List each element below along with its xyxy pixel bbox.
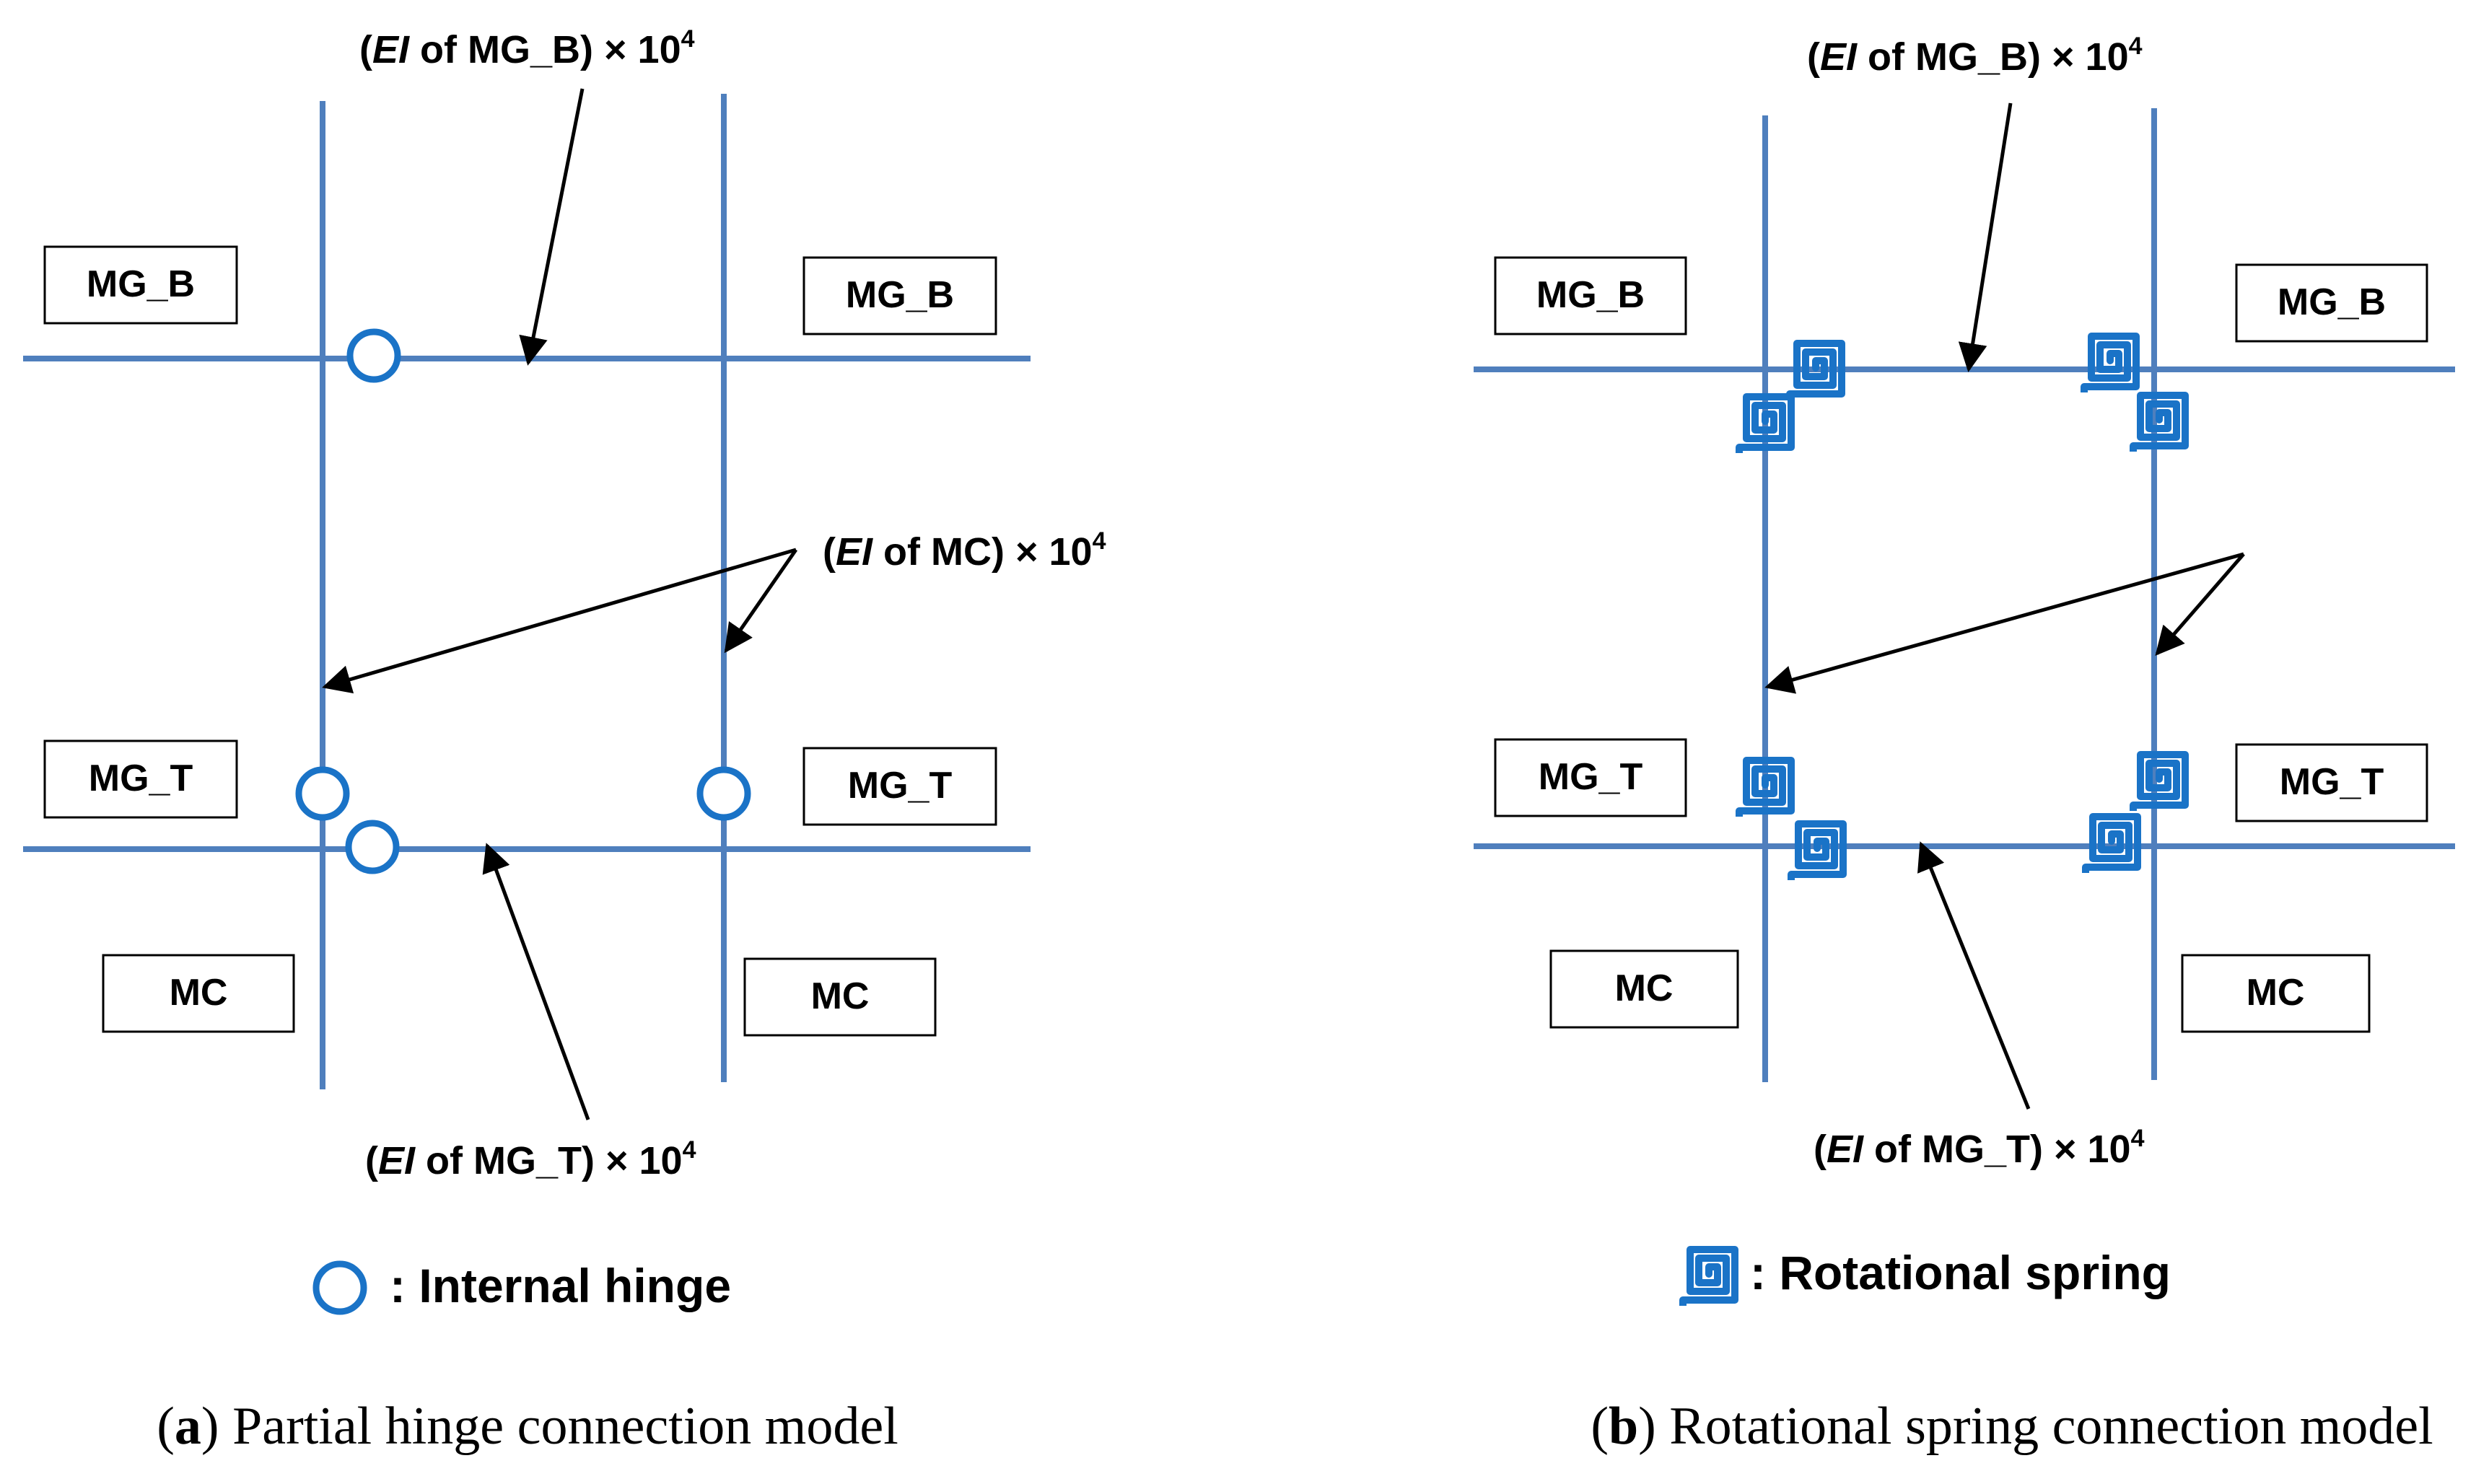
arrow-to-girder-top <box>1958 102 2013 372</box>
panel-a-caption: (a) Partial hinge connection model <box>157 1397 898 1456</box>
panel-b-legend: : Rotational spring <box>1683 1246 2171 1312</box>
internal-hinge-icon <box>345 820 400 874</box>
panel-a: MG_B MG_B MG_T MG_T MC MC <box>23 25 1106 1456</box>
panel-b-members <box>1474 108 2455 1082</box>
rotational-spring-icon <box>2133 395 2185 457</box>
label-text: of MG_B) × 10 <box>420 28 681 71</box>
panel-b-caption: (b) Rotational spring connection model <box>1591 1397 2433 1456</box>
box-label: MG_T <box>1539 756 1643 798</box>
panel-a-arrows <box>322 88 798 1120</box>
label-exponent: 4 <box>2129 32 2143 60</box>
label-text: of MG_T) × 10 <box>426 1139 683 1182</box>
box-label: MG_B <box>1536 274 1645 316</box>
panel-b-springs <box>1739 336 2185 886</box>
ei-symbol: EI <box>372 28 410 71</box>
box-label: MC <box>170 972 228 1014</box>
arrow-to-girder-top <box>519 88 585 366</box>
box-label: MC <box>811 975 870 1017</box>
label-exponent: 4 <box>1093 527 1106 555</box>
panel-a-members <box>23 94 1031 1089</box>
label-exponent: 4 <box>681 25 695 53</box>
arrow-to-girder-bottom <box>1917 841 2031 1110</box>
arrow-to-left-column <box>1764 552 2244 694</box>
panel-a-hinges <box>295 328 751 874</box>
rotational-spring-icon <box>2086 817 2138 879</box>
panel-a-box-mgt-right: MG_T <box>802 747 997 826</box>
arrow-to-right-column <box>2155 553 2245 657</box>
panel-b-box-mgt-left: MG_T <box>1494 738 1687 817</box>
panel-a-box-mgt-left: MG_T <box>43 739 238 819</box>
arrow-to-right-column <box>724 548 798 654</box>
rotational-spring-icon <box>1739 397 1791 459</box>
rotational-spring-icon <box>1791 824 1843 886</box>
internal-hinge-icon <box>346 328 401 383</box>
legend-text: : Internal hinge <box>390 1259 731 1312</box>
ei-symbol: EI <box>1827 1128 1864 1171</box>
label-exponent: 4 <box>2131 1125 2145 1152</box>
rotational-spring-icon <box>2133 755 2185 817</box>
panel-a-box-mgb-left: MG_B <box>43 245 238 325</box>
arrow-to-left-column <box>322 548 797 694</box>
panel-a-label-top: (EI of MG_B) × 104 <box>359 25 695 71</box>
box-label: MC <box>2247 972 2305 1014</box>
internal-hinge-icon <box>295 766 350 821</box>
panel-b-box-mgb-right: MG_B <box>2235 263 2428 343</box>
panel-a-box-mc-left: MC <box>102 954 295 1033</box>
panel-b: MG_B MG_B MG_T MG_T MC MC <box>1474 32 2455 1456</box>
caption-text: Rotational spring connection model <box>1669 1397 2433 1456</box>
panel-b-box-mgb-left: MG_B <box>1494 256 1687 335</box>
panel-a-label-mid: (EI of MC) × 104 <box>823 527 1106 574</box>
ei-symbol: EI <box>378 1139 416 1182</box>
panel-b-arrows <box>1764 102 2245 1110</box>
label-text: of MG_T) × 10 <box>1874 1128 2131 1171</box>
rotational-spring-icon <box>1739 760 1791 822</box>
panel-b-label-bottom: (EI of MG_T) × 104 <box>1814 1125 2145 1171</box>
panel-a-legend: : Internal hinge <box>312 1259 731 1315</box>
caption-letter: a <box>175 1397 201 1456</box>
internal-hinge-icon <box>312 1260 367 1315</box>
rotational-spring-icon <box>2084 336 2136 398</box>
caption-letter: b <box>1609 1397 1638 1456</box>
label-exponent: 4 <box>683 1136 696 1164</box>
caption-text: Partial hinge connection model <box>232 1397 898 1456</box>
label-text: of MG_B) × 10 <box>1868 35 2129 79</box>
rotational-spring-icon <box>1790 343 1842 405</box>
panel-b-box-mgt-right: MG_T <box>2235 743 2428 822</box>
panel-b-box-mc-right: MC <box>2181 954 2371 1033</box>
panel-a-box-mc-right: MC <box>743 957 937 1037</box>
panel-a-box-mgb-right: MG_B <box>802 256 997 335</box>
panel-b-label-top: (EI of MG_B) × 104 <box>1807 32 2143 79</box>
box-label: MC <box>1615 967 1674 1009</box>
panel-a-label-bottom: (EI of MG_T) × 104 <box>365 1136 696 1182</box>
ei-symbol: EI <box>836 530 873 574</box>
box-label: MG_T <box>2280 761 2384 803</box>
ei-symbol: EI <box>1820 35 1858 79</box>
box-label: MG_B <box>846 274 954 316</box>
box-label: MG_T <box>848 765 953 807</box>
box-label: MG_T <box>89 758 193 799</box>
arrow-to-girder-bottom <box>482 843 590 1120</box>
panel-b-box-mc-left: MC <box>1549 949 1739 1029</box>
internal-hinge-icon <box>696 766 751 821</box>
rotational-spring-icon <box>1683 1250 1735 1312</box>
box-label: MG_B <box>87 263 195 305</box>
box-label: MG_B <box>2278 281 2386 323</box>
legend-text: : Rotational spring <box>1750 1246 2171 1299</box>
label-text: of MC) × 10 <box>883 530 1093 574</box>
